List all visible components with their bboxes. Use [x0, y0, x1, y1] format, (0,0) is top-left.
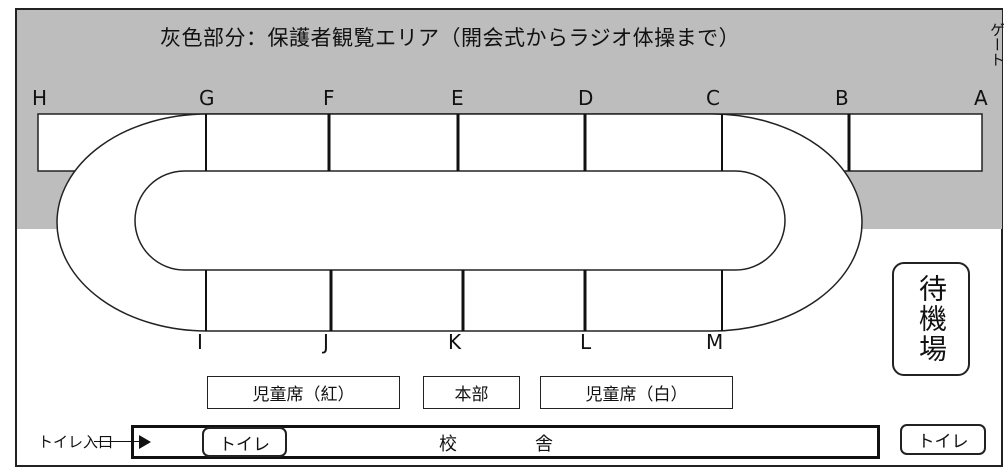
point-l: L [580, 330, 592, 354]
point-k: K [448, 330, 462, 354]
waiting-area: 待機場 [892, 262, 970, 376]
seat-red: 児童席（紅） [207, 376, 400, 409]
point-c: C [706, 86, 720, 110]
point-b: B [835, 86, 849, 110]
track-infield [134, 170, 786, 271]
seat-white: 児童席（白） [540, 376, 733, 409]
school-building-label: 校舎 [439, 434, 631, 455]
arrow-right-icon [139, 435, 151, 449]
toilet-right: トイレ [900, 424, 986, 455]
toilet-left: トイレ [202, 427, 287, 457]
point-m: M [706, 330, 724, 354]
entrance-arrow-line [94, 441, 139, 442]
toilet-entrance-label: トイレ入口 [38, 433, 114, 451]
point-h: H [32, 86, 48, 110]
point-j: J [323, 330, 329, 354]
point-f: F [323, 86, 335, 110]
point-a: A [974, 86, 988, 110]
waiting-area-label: 待機場 [915, 274, 948, 364]
point-e: E [451, 86, 464, 110]
viewing-area-caption: 灰色部分：保護者観覧エリア（開会式からラジオ体操まで） [160, 26, 741, 50]
point-i: I [197, 330, 203, 354]
gate-label: ゲート [988, 22, 1004, 67]
point-d: D [578, 86, 594, 110]
headquarters: 本部 [423, 376, 520, 409]
point-g: G [199, 86, 215, 110]
